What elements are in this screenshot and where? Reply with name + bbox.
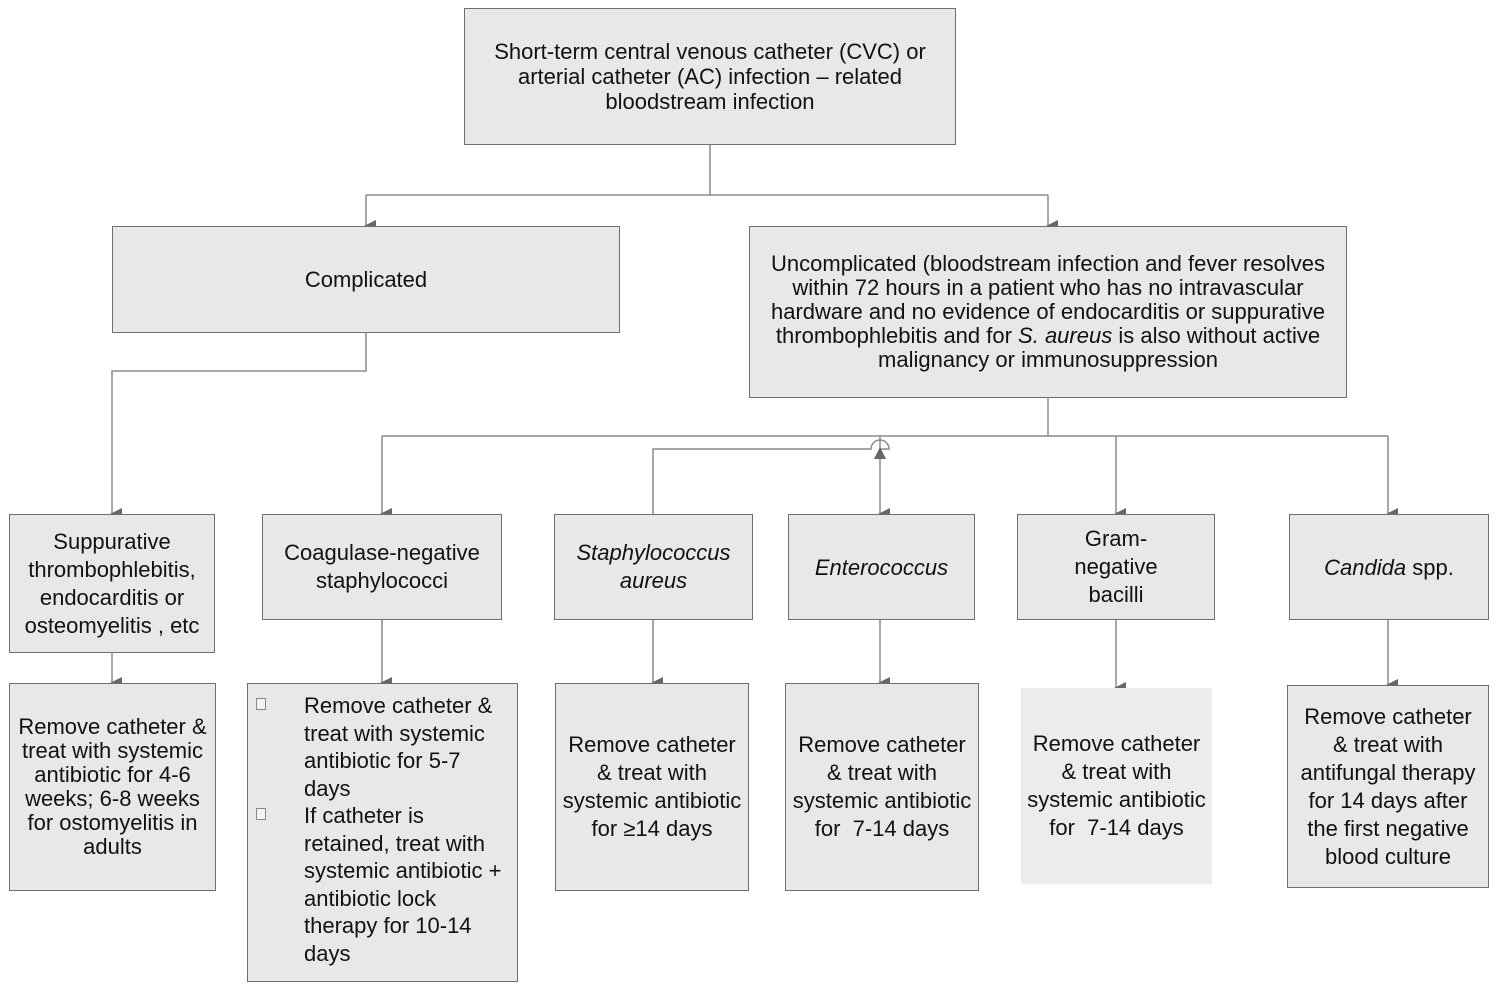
category-label: Coagulase-negative staphylococci <box>284 540 480 593</box>
category-candida: Candida spp. <box>1289 514 1489 620</box>
category-label-italic: Candida <box>1324 554 1407 580</box>
treatment-cons: Remove catheter & treat with systemic an… <box>247 683 518 982</box>
treatment-bullets: Remove catheter & treat with systemic an… <box>248 692 517 967</box>
root-line-3: bloodstream infection <box>605 89 815 114</box>
category-cons: Coagulase-negative staphylococci <box>262 514 502 620</box>
category-enterococcus: Enterococcus <box>788 514 975 620</box>
treatment-gnb: Remove catheter & treat with systemic an… <box>1021 688 1212 884</box>
category-gnb: Gram-negative bacilli <box>1017 514 1215 620</box>
category-suppurative: Suppurative thrombophlebitis, endocardit… <box>9 514 215 653</box>
uncomplicated-box: Uncomplicated (bloodstream infection and… <box>749 226 1347 398</box>
treatment-text: Remove catheter & treat with systemic an… <box>18 714 207 859</box>
uncomplicated-italic-organism: S. aureus <box>1018 323 1113 348</box>
complicated-box: Complicated <box>112 226 620 333</box>
treatment-enterococcus: Remove catheter & treat with systemic an… <box>785 683 979 891</box>
treatment-bullet-item: If catheter is retained, treat with syst… <box>248 802 517 967</box>
bullet-square-icon <box>256 808 266 820</box>
treatment-text: Remove catheter & treat with antifungal … <box>1300 703 1476 869</box>
category-label-rest: spp. <box>1406 554 1454 580</box>
category-label: Suppurative thrombophlebitis, endocardit… <box>24 528 200 638</box>
treatment-text: Remove catheter & treat with systemic an… <box>792 732 978 841</box>
bullet-square-icon <box>256 698 266 710</box>
treatment-bullet-text: Remove catheter & treat with systemic an… <box>304 693 493 801</box>
category-label: Enterococcus <box>814 554 949 580</box>
complicated-label: Complicated <box>304 267 428 292</box>
geq-symbol: ≥ <box>623 816 636 841</box>
arrow-to-saureus <box>652 439 890 514</box>
treatment-bullet-item: Remove catheter & treat with systemic an… <box>248 692 517 802</box>
uncomplicated-text-2: is also without active malignancy or imm… <box>878 323 1321 372</box>
category-label: Gram-negative bacilli <box>1074 526 1158 607</box>
root-box: Short-term central venous catheter (CVC)… <box>464 8 956 145</box>
root-line-2: arterial catheter (AC) infection – relat… <box>518 64 902 89</box>
treatment-candida: Remove catheter & treat with antifungal … <box>1287 685 1489 888</box>
category-label: Staphylococcus aureus <box>576 540 731 593</box>
uncomplicated-text-1: Uncomplicated (bloodstream infection and… <box>770 251 1326 348</box>
treatment-text: Remove catheter & treat with systemic an… <box>1027 731 1212 840</box>
treatment-saureus: Remove catheter & treat with systemic an… <box>555 683 749 891</box>
root-line-1: Short-term central venous catheter (CVC)… <box>494 39 926 64</box>
arrow-to-suppurative <box>110 333 367 520</box>
treatment-text-end: 14 days <box>635 816 713 841</box>
treatment-text: Remove catheter & treat with systemic an… <box>562 732 742 841</box>
treatment-bullet-text: If catheter is retained, treat with syst… <box>304 803 502 966</box>
treatment-suppurative: Remove catheter & treat with systemic an… <box>9 683 216 891</box>
category-saureus: Staphylococcus aureus <box>554 514 753 620</box>
